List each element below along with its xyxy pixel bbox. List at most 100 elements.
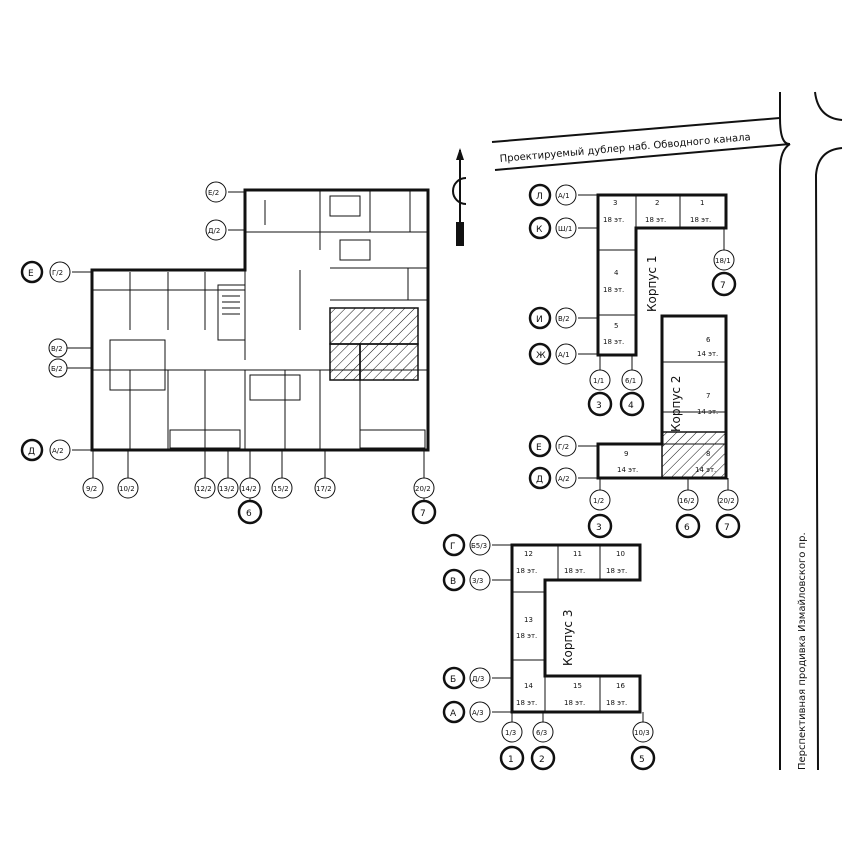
label-text: 18 эт. — [564, 567, 585, 575]
axis-code: А/2 — [52, 447, 64, 455]
label-text: 7 — [706, 392, 710, 400]
label-text: 8 — [706, 450, 710, 458]
label-text: Ш/1 — [558, 225, 572, 233]
label-text: 14 эт. — [617, 466, 638, 474]
section-2: 218 эт. — [645, 199, 666, 224]
k1-axis-rows: Л А/1 К Ш/1 И В/2 Ж А/1 — [528, 183, 598, 366]
label-text: 11 — [573, 550, 582, 558]
label-text: 5 — [639, 755, 645, 765]
plan-axis-row-d: Д А/2 — [20, 438, 92, 462]
section-8: 8 14 эт. — [695, 450, 716, 474]
section-5: 5 18 эт. — [603, 322, 624, 346]
label-text: 3 — [613, 199, 617, 207]
label-text: Е — [536, 443, 542, 453]
label-text: 6/3 — [536, 729, 547, 737]
label-text: 12 — [524, 550, 533, 558]
label-text: 2 — [539, 755, 545, 765]
section-1: 118 эт. — [690, 199, 711, 224]
label-text: 1/1 — [593, 377, 604, 385]
label-text: 18 эт. — [645, 216, 666, 224]
axis-code: 10/2 — [119, 485, 135, 493]
label-text: Д/3 — [472, 675, 484, 683]
label-text: А/1 — [558, 351, 570, 359]
label-text: З/3 — [472, 577, 483, 585]
label-text: 7 — [724, 523, 730, 533]
section-12: 12 18 эт. — [516, 550, 537, 575]
korpus-1-2: 318 эт. 218 эт. 118 эт. 418 эт. 518 эт. … — [528, 183, 741, 539]
label-text: Ж — [536, 351, 546, 361]
label-text: 1/3 — [505, 729, 516, 737]
label-text: 18 эт. — [516, 699, 537, 707]
label-text: 16/2 — [679, 497, 695, 505]
label-text: 18 эт. — [516, 632, 537, 640]
label-text: 3 — [596, 401, 602, 411]
axis-code: 12/2 — [196, 485, 212, 493]
label-text: Г — [450, 542, 456, 552]
label-text: 18 эт. — [603, 286, 624, 294]
k2-axis-rows: Е Г/2 Д А/2 — [528, 434, 598, 490]
label-text: А/1 — [558, 192, 570, 200]
floor-plan: Е Г/2 Д А/2 Е/2 Д/2 В/2 Б/2 — [20, 181, 437, 525]
label-text: 14 эт. — [695, 466, 716, 474]
label-text: Б5/3 — [471, 542, 487, 550]
axis-letter: Д — [28, 447, 35, 457]
axis-code: Б/2 — [51, 365, 63, 373]
axis-code: В/2 — [51, 345, 63, 353]
label-text: 7 — [720, 281, 726, 291]
label-text: 18 эт. — [690, 216, 711, 224]
label-text: 18 эт. — [606, 567, 627, 575]
axis-code: Е/2 — [208, 189, 219, 197]
label-text: Б — [450, 675, 456, 685]
k1-axis-right: 18/1 7 — [711, 228, 737, 297]
label-text: 6/1 — [625, 377, 636, 385]
axis-code: 17/2 — [316, 485, 332, 493]
label-text: 14 эт. — [697, 350, 718, 358]
plan-axis-top-2: Д/2 — [205, 219, 245, 241]
label-text: 1/2 — [593, 497, 604, 505]
street-name-right: Перспективная продивка Измайловского пр. — [797, 532, 808, 770]
label-text: 14 эт. — [697, 408, 718, 416]
label-text: В/2 — [558, 315, 570, 323]
label-text: 5 — [614, 322, 618, 330]
roads — [491, 91, 843, 771]
plan-axis-left-small-2: Б/2 — [48, 358, 92, 378]
label-text: 18 эт. — [606, 699, 627, 707]
label-text: А/3 — [472, 709, 484, 717]
axis-code: 20/2 — [415, 485, 431, 493]
axis-code: Д/2 — [208, 227, 220, 235]
plan-axis-top-1: Е/2 — [205, 181, 245, 203]
section-14: 14 18 эт. — [516, 682, 537, 707]
axis-code: 13/2 — [219, 485, 235, 493]
label-text: 13 — [524, 616, 533, 624]
section-9: 914 эт. — [617, 450, 638, 474]
label-text: 18 эт. — [516, 567, 537, 575]
label-text: 6 — [684, 523, 690, 533]
section-6: 6 14 эт. — [697, 336, 718, 358]
label-text: Г/2 — [558, 443, 569, 451]
street-name-top: Проектируемый дублер наб. Обводного кана… — [499, 132, 751, 165]
k2-axis-bottom: 1/2 3 16/2 6 20/2 7 — [587, 478, 741, 539]
section-3: 3 18 эт. — [603, 199, 624, 224]
label-text: Л — [536, 192, 543, 202]
label-text: 14 — [524, 682, 533, 690]
axis-code: 15/2 — [273, 485, 289, 493]
label-text: 4 — [614, 269, 619, 277]
k3-axis-rows: Г Б5/3 В З/3 Б Д/3 А А/3 — [442, 533, 512, 724]
label-text: 6 — [706, 336, 711, 344]
label-text: 18 эт. — [603, 338, 624, 346]
section-7: 7 14 эт. — [697, 392, 718, 416]
korpus-3-label: Корпус 3 — [561, 610, 575, 666]
label-text: 18 эт. — [603, 216, 624, 224]
north-arrow-icon — [452, 148, 467, 246]
axis-letter: Е — [28, 269, 34, 279]
section-11: 11 18 эт. — [564, 550, 585, 575]
label-text: 18/1 — [715, 257, 731, 265]
axis-number: 6 — [246, 509, 252, 519]
section-4: 4 18 эт. — [603, 269, 624, 294]
label-text: Д — [536, 475, 543, 485]
